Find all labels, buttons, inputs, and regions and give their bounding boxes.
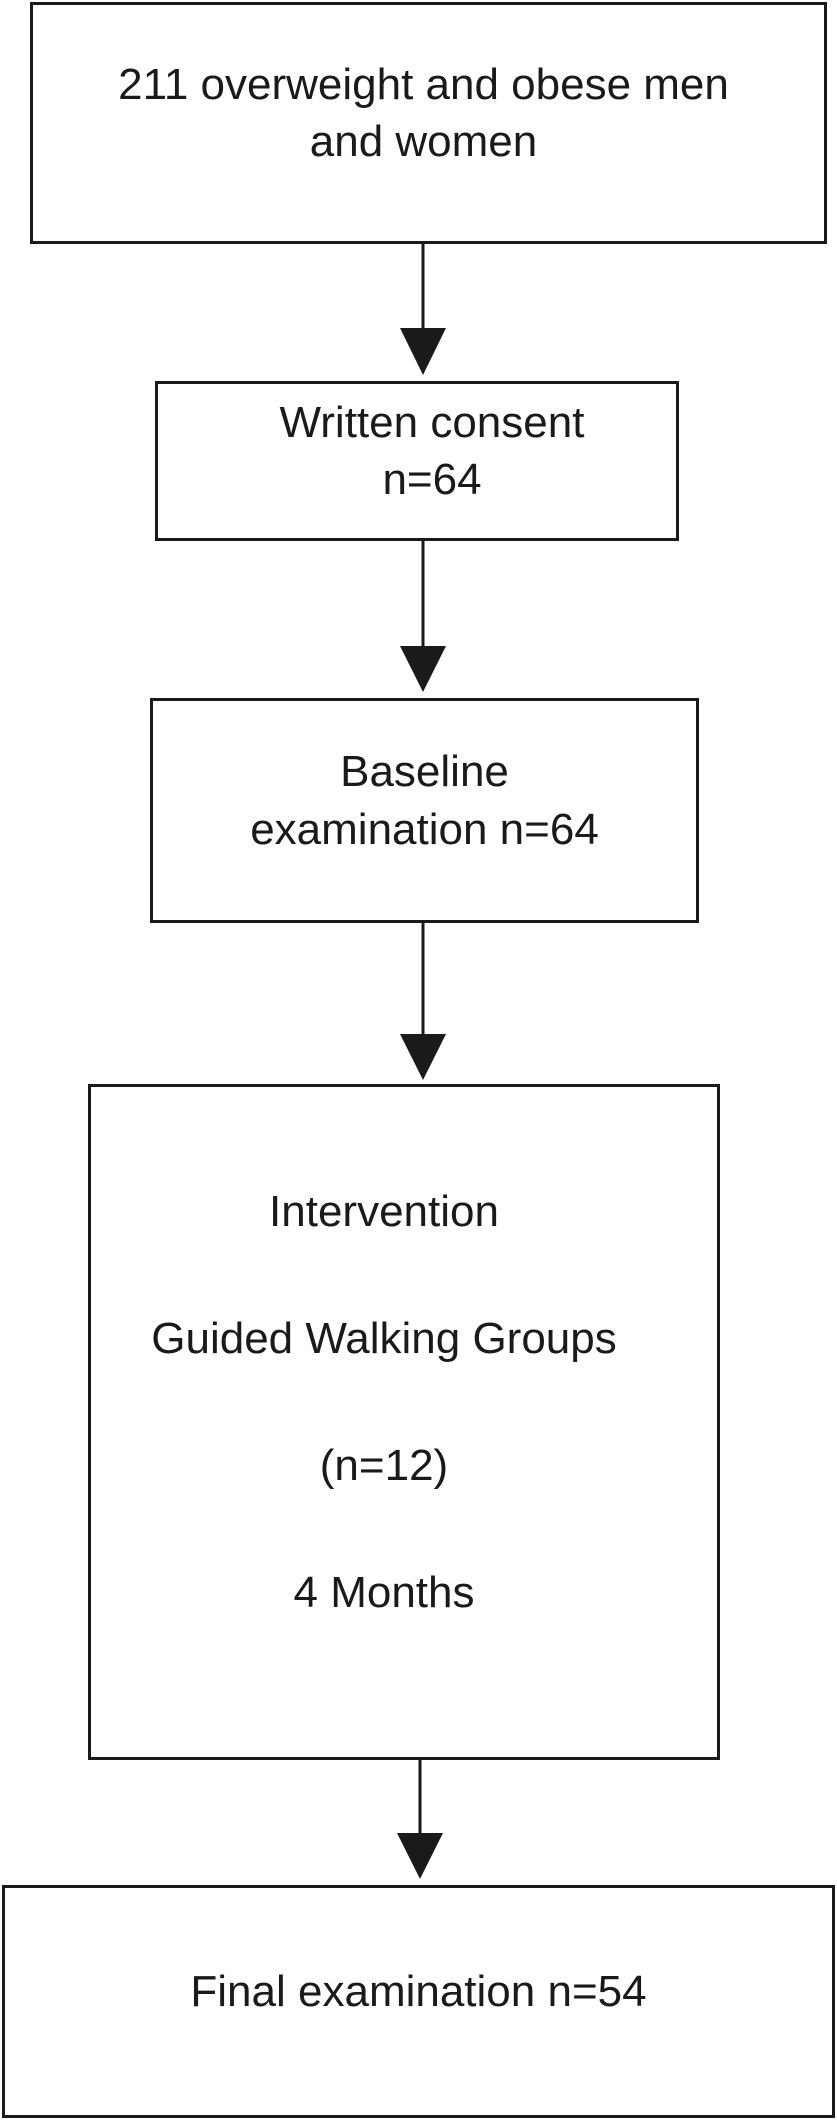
arrow-4 xyxy=(397,1760,443,1879)
step-intervention-line1: Intervention xyxy=(269,1186,499,1236)
step-final-box: Final examination n=54 xyxy=(2,1885,835,2118)
arrow-1 xyxy=(400,244,446,375)
step-intervention-box: Intervention Guided Walking Groups (n=12… xyxy=(88,1084,720,1760)
step-intervention-line3: (n=12) xyxy=(319,1441,449,1490)
step-baseline-line2: examination n=64 xyxy=(250,804,599,854)
step-consent-box: Written consent n=64 xyxy=(155,381,679,541)
step-final-line1: Final examination n=54 xyxy=(190,1966,647,2016)
step-consent-line2: n=64 xyxy=(382,455,482,504)
step-baseline-line1: Baseline xyxy=(340,747,509,797)
step-recruitment-line2: and women xyxy=(309,117,538,166)
step-intervention-line2: Guided Walking Groups xyxy=(151,1313,617,1363)
arrow-2 xyxy=(400,541,446,692)
step-recruitment-box: 211 overweight and obese men and women xyxy=(30,2,827,244)
step-intervention-line4: 4 Months xyxy=(293,1568,475,1618)
step-baseline-box: Baseline examination n=64 xyxy=(150,698,699,923)
step-recruitment-line1: 211 overweight and obese men xyxy=(118,59,729,109)
arrow-3 xyxy=(400,923,446,1080)
step-consent-line1: Written consent xyxy=(279,397,585,447)
